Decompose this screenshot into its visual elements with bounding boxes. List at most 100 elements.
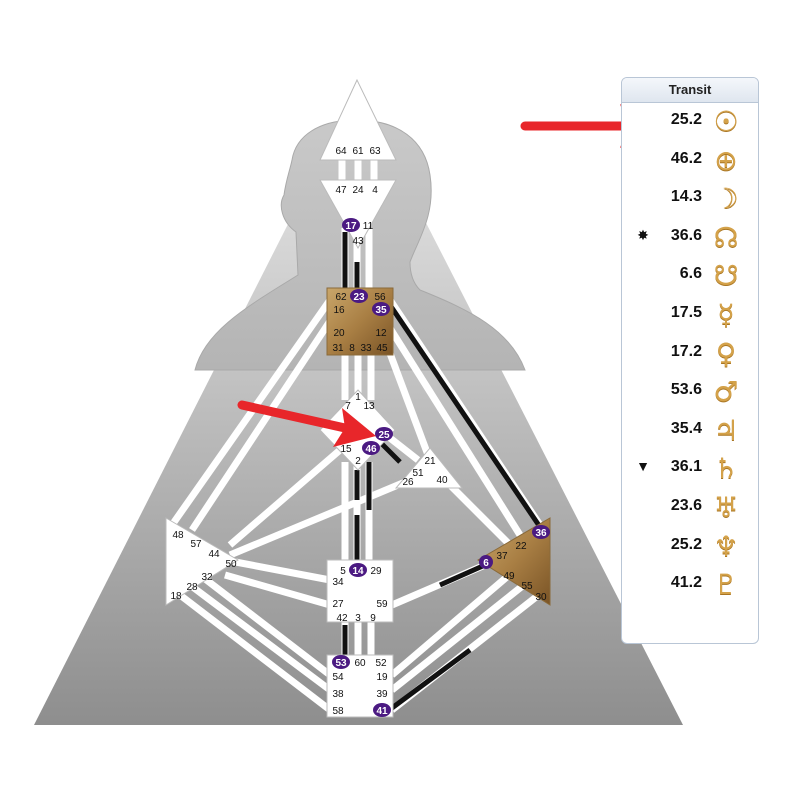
active-gate-36 xyxy=(532,525,550,539)
gate-label: 52 xyxy=(375,658,387,669)
transit-row-value: 14.3 xyxy=(670,188,702,206)
gate-label: 1 xyxy=(355,392,361,403)
gate-label: 54 xyxy=(332,672,344,683)
transit-row-marker: ▼ xyxy=(636,458,650,475)
gate-label: 25 xyxy=(378,430,390,441)
gate-label: 47 xyxy=(335,185,347,196)
transit-row[interactable]: 53.6 ♂ xyxy=(622,373,758,412)
earth-icon: ⊕ xyxy=(714,143,738,177)
gate-label: 34 xyxy=(332,577,344,588)
gate-label: 9 xyxy=(370,613,376,624)
transit-row[interactable]: 46.2 ⊕ xyxy=(622,142,758,181)
gate-label: 17 xyxy=(345,221,357,232)
gate-label: 40 xyxy=(436,475,448,486)
gate-label: 21 xyxy=(424,456,436,467)
transit-row[interactable]: ✸36.6☊ xyxy=(622,219,758,258)
gate-label: 12 xyxy=(375,328,387,339)
transit-row-value: 53.6 xyxy=(670,381,702,399)
gate-label: 23 xyxy=(353,292,365,303)
gate-label: 45 xyxy=(376,343,388,354)
gate-label: 36 xyxy=(535,528,547,539)
pluto-icon: ♇ xyxy=(713,568,739,602)
transit-row-value: 23.6 xyxy=(670,496,702,514)
transit-row-value: 17.2 xyxy=(670,342,702,360)
gate-label: 63 xyxy=(369,146,381,157)
gate-label: 51 xyxy=(412,468,424,479)
gate-label: 49 xyxy=(503,571,515,582)
gate-label: 4 xyxy=(372,185,378,196)
moon-icon: ☽ xyxy=(713,182,739,216)
transit-row[interactable]: 35.4♃ xyxy=(622,412,758,451)
active-gate-35 xyxy=(372,302,390,316)
gate-label: 50 xyxy=(225,559,237,570)
gate-label: 64 xyxy=(335,146,347,157)
transit-row[interactable]: 25.2 ☉ xyxy=(622,103,758,142)
transit-header: Transit xyxy=(622,78,758,103)
gate-label: 48 xyxy=(172,530,184,541)
transit-row[interactable]: 23.6♅ xyxy=(622,489,758,528)
gate-label: 2 xyxy=(355,456,361,467)
transit-rows: 25.2 ☉ 46.2 ⊕ 14.3 ☽✸36.6☊6.6☋17.5☿ 17.2 ♀ 53.6 ♂… xyxy=(622,103,758,605)
solar-plexus-center xyxy=(477,517,551,606)
gate-label: 19 xyxy=(376,672,388,683)
transit-row[interactable]: 41.2♇ xyxy=(622,566,758,605)
gate-label: 57 xyxy=(190,539,202,550)
active-gate-23 xyxy=(350,289,368,303)
transit-row[interactable]: 14.3 ☽ xyxy=(622,180,758,219)
transit-row[interactable]: 17.2 ♀ xyxy=(622,335,758,374)
gate-label: 16 xyxy=(333,305,345,316)
active-gate-53 xyxy=(332,655,350,669)
active-channel-lines xyxy=(342,232,543,711)
gate-label: 3 xyxy=(355,613,361,624)
gate-label: 11 xyxy=(363,221,374,232)
gate-label: 27 xyxy=(332,599,344,610)
gate-label: 58 xyxy=(332,706,344,717)
gate-label: 53 xyxy=(335,658,347,669)
active-gate-41 xyxy=(373,703,391,717)
gate-label: 28 xyxy=(186,582,198,593)
gate-label: 18 xyxy=(170,591,182,602)
transit-row[interactable]: ▼36.1♄ xyxy=(622,450,758,489)
venus-icon: ♀ xyxy=(715,336,737,370)
sun-icon: ☉ xyxy=(713,105,739,138)
transit-row-value: 25.2 xyxy=(670,111,702,128)
gate-label: 6 xyxy=(483,558,489,569)
gate-label: 59 xyxy=(376,599,388,610)
gate-label: 38 xyxy=(332,689,344,700)
spleen-center xyxy=(165,517,239,606)
transit-row[interactable]: 25.2 ♆ xyxy=(622,528,758,567)
north-node-icon: ☊ xyxy=(713,220,739,254)
ajna-center xyxy=(319,179,397,250)
gate-label: 32 xyxy=(201,572,213,583)
transit-row-value: 6.6 xyxy=(679,265,702,283)
mars-icon: ♂ xyxy=(713,375,739,409)
transit-row[interactable]: 17.5☿ xyxy=(622,296,758,335)
transit-row-value: 25.2 xyxy=(670,535,702,553)
transit-row-value: 35.4 xyxy=(670,419,702,437)
gate-label: 35 xyxy=(375,305,387,316)
active-gate-markers xyxy=(332,218,550,717)
arrow-to-gate-25 xyxy=(237,400,376,447)
gate-label: 43 xyxy=(352,236,364,247)
active-gate-14 xyxy=(349,563,367,577)
gate-label: 7 xyxy=(345,401,351,412)
neptune-icon: ♆ xyxy=(713,529,739,563)
gate-labels: 64 61 63 47 24 4 17 11 43 62 23 56 16 35… xyxy=(170,146,547,717)
active-gate-46 xyxy=(362,441,380,455)
gate-label: 60 xyxy=(354,658,366,669)
transit-row[interactable]: 6.6☋ xyxy=(622,257,758,296)
gate-label: 61 xyxy=(352,146,364,157)
centers xyxy=(165,78,551,718)
transit-row-value: 36.1 xyxy=(670,458,702,476)
gate-label: 39 xyxy=(376,689,388,700)
gate-label: 30 xyxy=(535,592,547,603)
transit-row-value: 46.2 xyxy=(670,149,702,167)
gate-label: 29 xyxy=(370,566,382,577)
gate-label: 24 xyxy=(352,185,364,196)
gate-label: 20 xyxy=(333,328,345,339)
active-gate-25 xyxy=(375,427,393,441)
active-gate-6 xyxy=(479,555,493,569)
active-gate-17 xyxy=(342,218,360,232)
transit-row-value: 17.5 xyxy=(670,303,702,321)
gate-label: 42 xyxy=(336,613,348,624)
